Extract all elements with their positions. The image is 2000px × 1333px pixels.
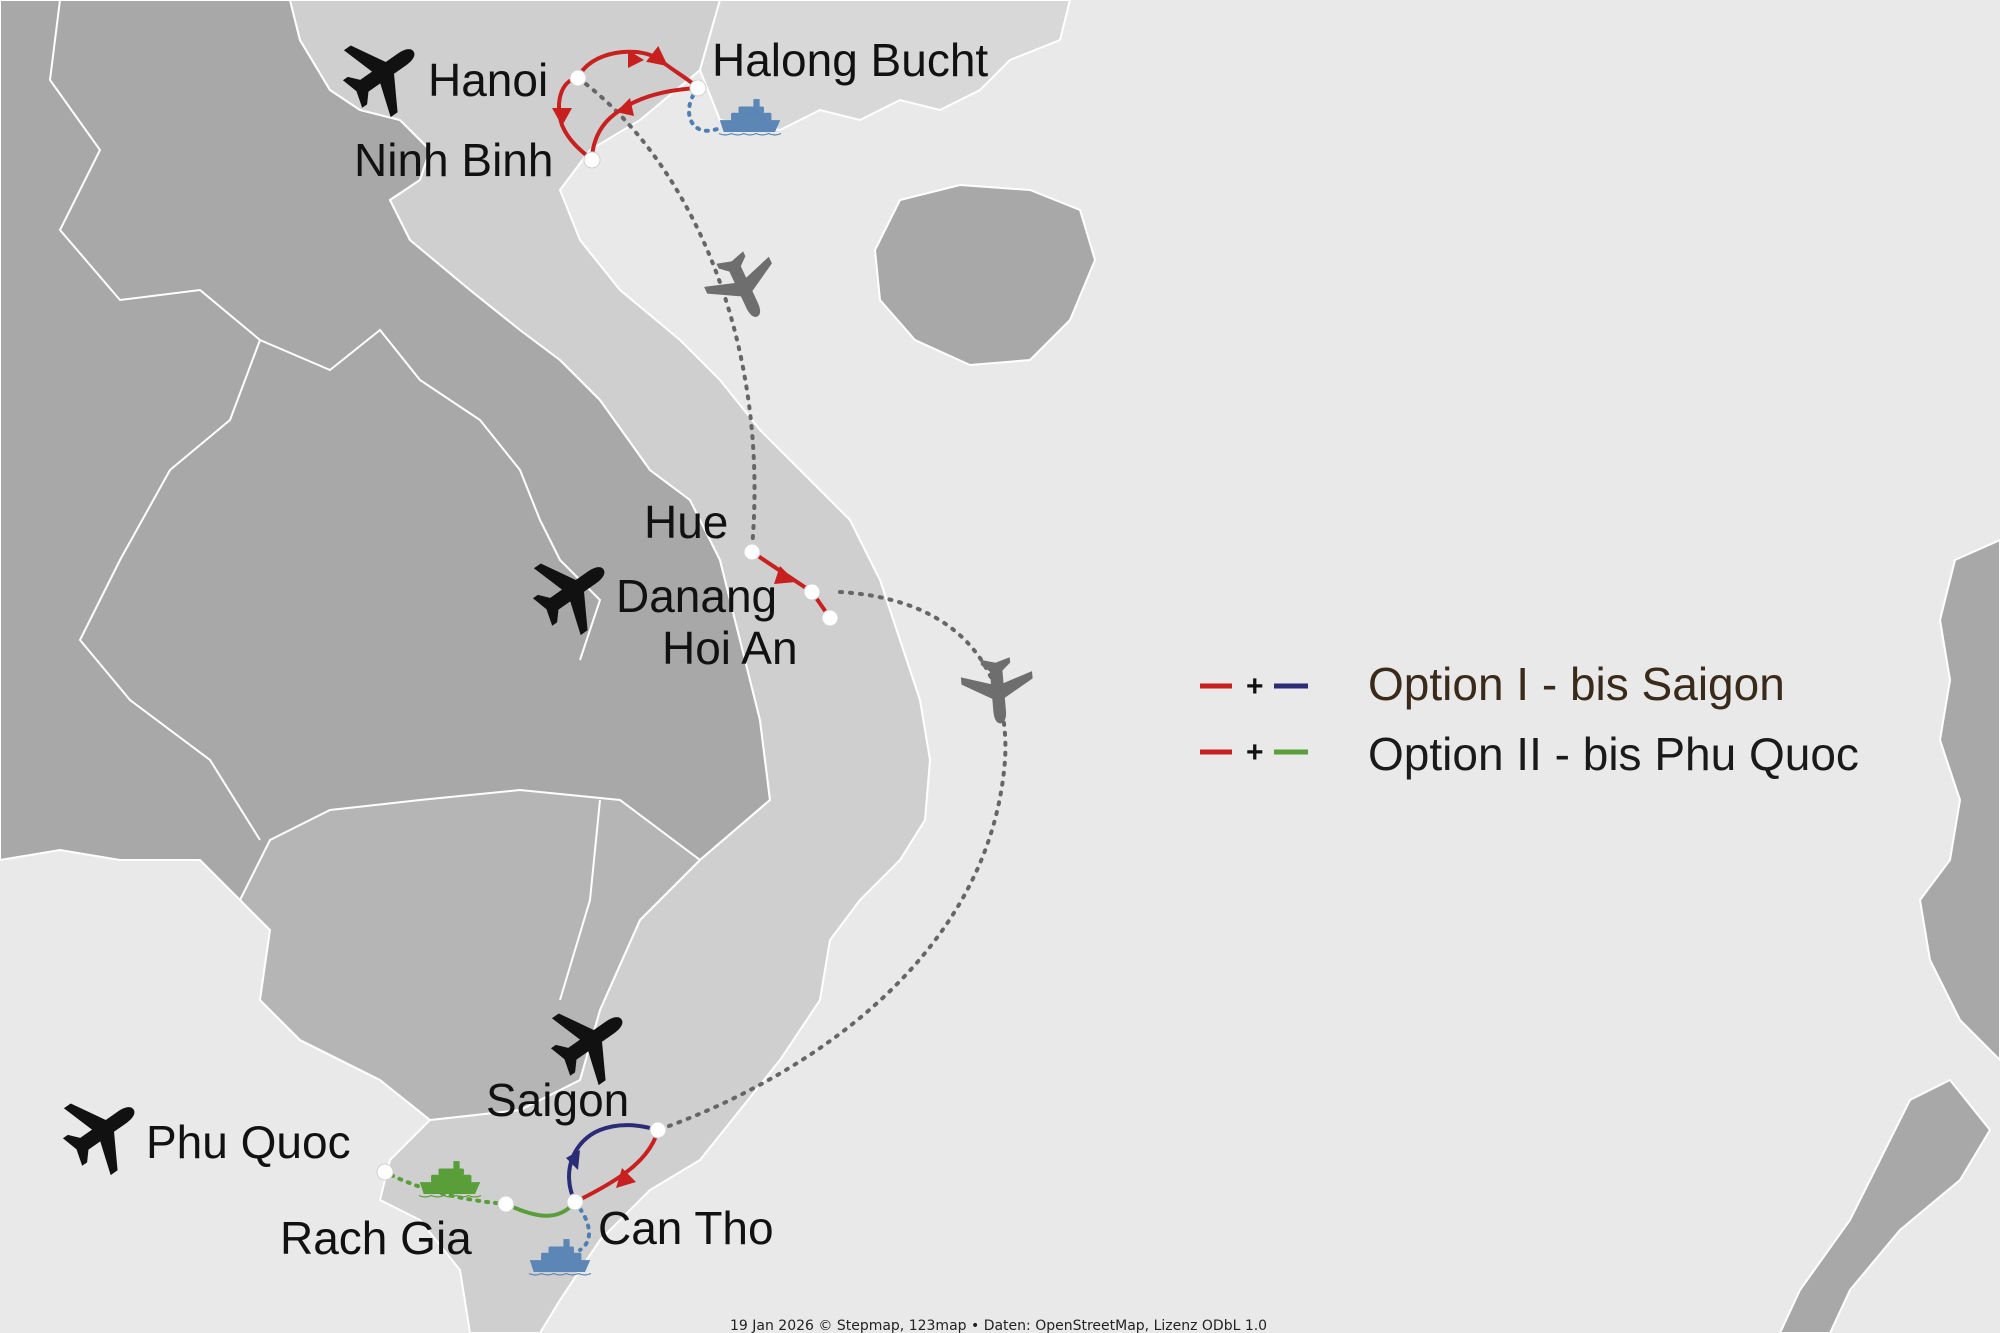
marker-hanoi[interactable]	[569, 69, 587, 87]
border-lines	[48, 0, 602, 1001]
map-attribution: 19 Jan 2026 © Stepmap, 123map • Daten: O…	[730, 1318, 1267, 1333]
label-hanoi: Hanoi	[428, 54, 548, 106]
route-arrow-red	[552, 108, 572, 126]
marker-hoi-an[interactable]	[821, 609, 839, 627]
route-saigon-cantho-red	[574, 1129, 660, 1204]
land-philippines	[1918, 538, 2000, 1062]
land-palawan	[1778, 1078, 1992, 1333]
label-rach-gia: Rach Gia	[280, 1212, 472, 1264]
label-can-tho: Can Tho	[598, 1202, 774, 1254]
route-arrow-red	[628, 50, 644, 68]
route-arrow-red	[616, 98, 634, 116]
legend-label-option-2: Option II - bis Phu Quoc	[1368, 728, 1859, 780]
legend-label-option-1: Option I - bis Saigon	[1368, 658, 1785, 710]
label-phu-quoc: Phu Quoc	[146, 1116, 351, 1168]
route-arrow-red	[616, 1168, 636, 1188]
route-hanoi-halong	[576, 45, 700, 90]
legend-plus: +	[1246, 736, 1264, 769]
city-markers	[376, 69, 839, 1213]
marker-ninh-binh[interactable]	[583, 151, 601, 169]
legend-plus: +	[1246, 670, 1264, 703]
label-ninh-binh: Ninh Binh	[354, 134, 553, 186]
label-halong: Halong Bucht	[712, 34, 988, 86]
boat-route-cantho	[573, 1200, 591, 1252]
land-vietnam	[288, 0, 932, 1333]
legend-option-1: + Option I - bis Saigon	[1200, 658, 1785, 710]
marker-rach-gia[interactable]	[497, 1195, 515, 1213]
route-halong-ninhbinh	[590, 86, 699, 161]
route-cantho-saigon-blue	[567, 1123, 659, 1203]
marker-danang[interactable]	[803, 583, 821, 601]
route-arrow-blue	[566, 1150, 580, 1170]
label-hoi-an: Hoi An	[662, 622, 798, 674]
label-danang: Danang	[616, 570, 777, 622]
marker-saigon[interactable]	[649, 1121, 667, 1139]
land-china	[698, 0, 1072, 132]
flight-route-hanoi-hue	[576, 76, 757, 550]
label-hue: Hue	[644, 496, 728, 548]
legend-option-2: + Option II - bis Phu Quoc	[1200, 728, 1859, 780]
marker-hue[interactable]	[743, 543, 761, 561]
legend: + Option I - bis Saigon + Option II - bi…	[1200, 658, 1859, 780]
land-hainan	[873, 183, 1097, 367]
marker-phu-quoc[interactable]	[376, 1163, 394, 1181]
route-arrow-red	[774, 566, 796, 584]
marker-halong[interactable]	[689, 79, 707, 97]
marker-can-tho[interactable]	[566, 1193, 584, 1211]
label-saigon: Saigon	[486, 1074, 629, 1126]
